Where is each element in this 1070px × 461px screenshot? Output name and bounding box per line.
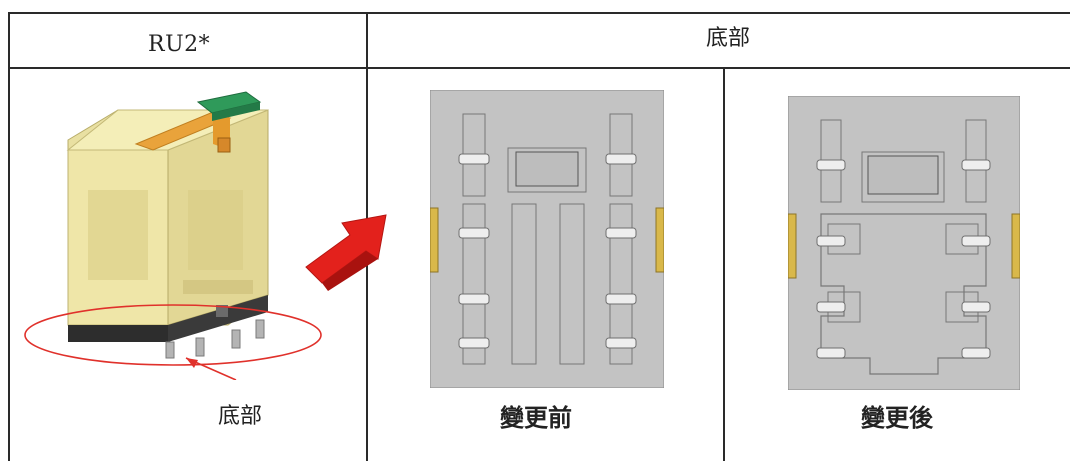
bottom-view-before [430,90,664,388]
after-change-label: 變更後 [861,404,933,432]
bottom-label: 底部 [218,404,263,429]
before-change-label: 變更前 [500,404,572,432]
model-header: RU2* [148,32,211,57]
table-left-border [8,12,10,461]
table-header-divider [8,67,1070,69]
relay-illustration [24,91,322,380]
table-top-border [8,12,1070,14]
bottom-view-after [788,96,1020,390]
bottom-highlight-ellipse [24,304,322,366]
red-arrow-icon [305,214,387,291]
bottom-header: 底部 [706,26,751,51]
bottom-views-divider [723,69,725,461]
